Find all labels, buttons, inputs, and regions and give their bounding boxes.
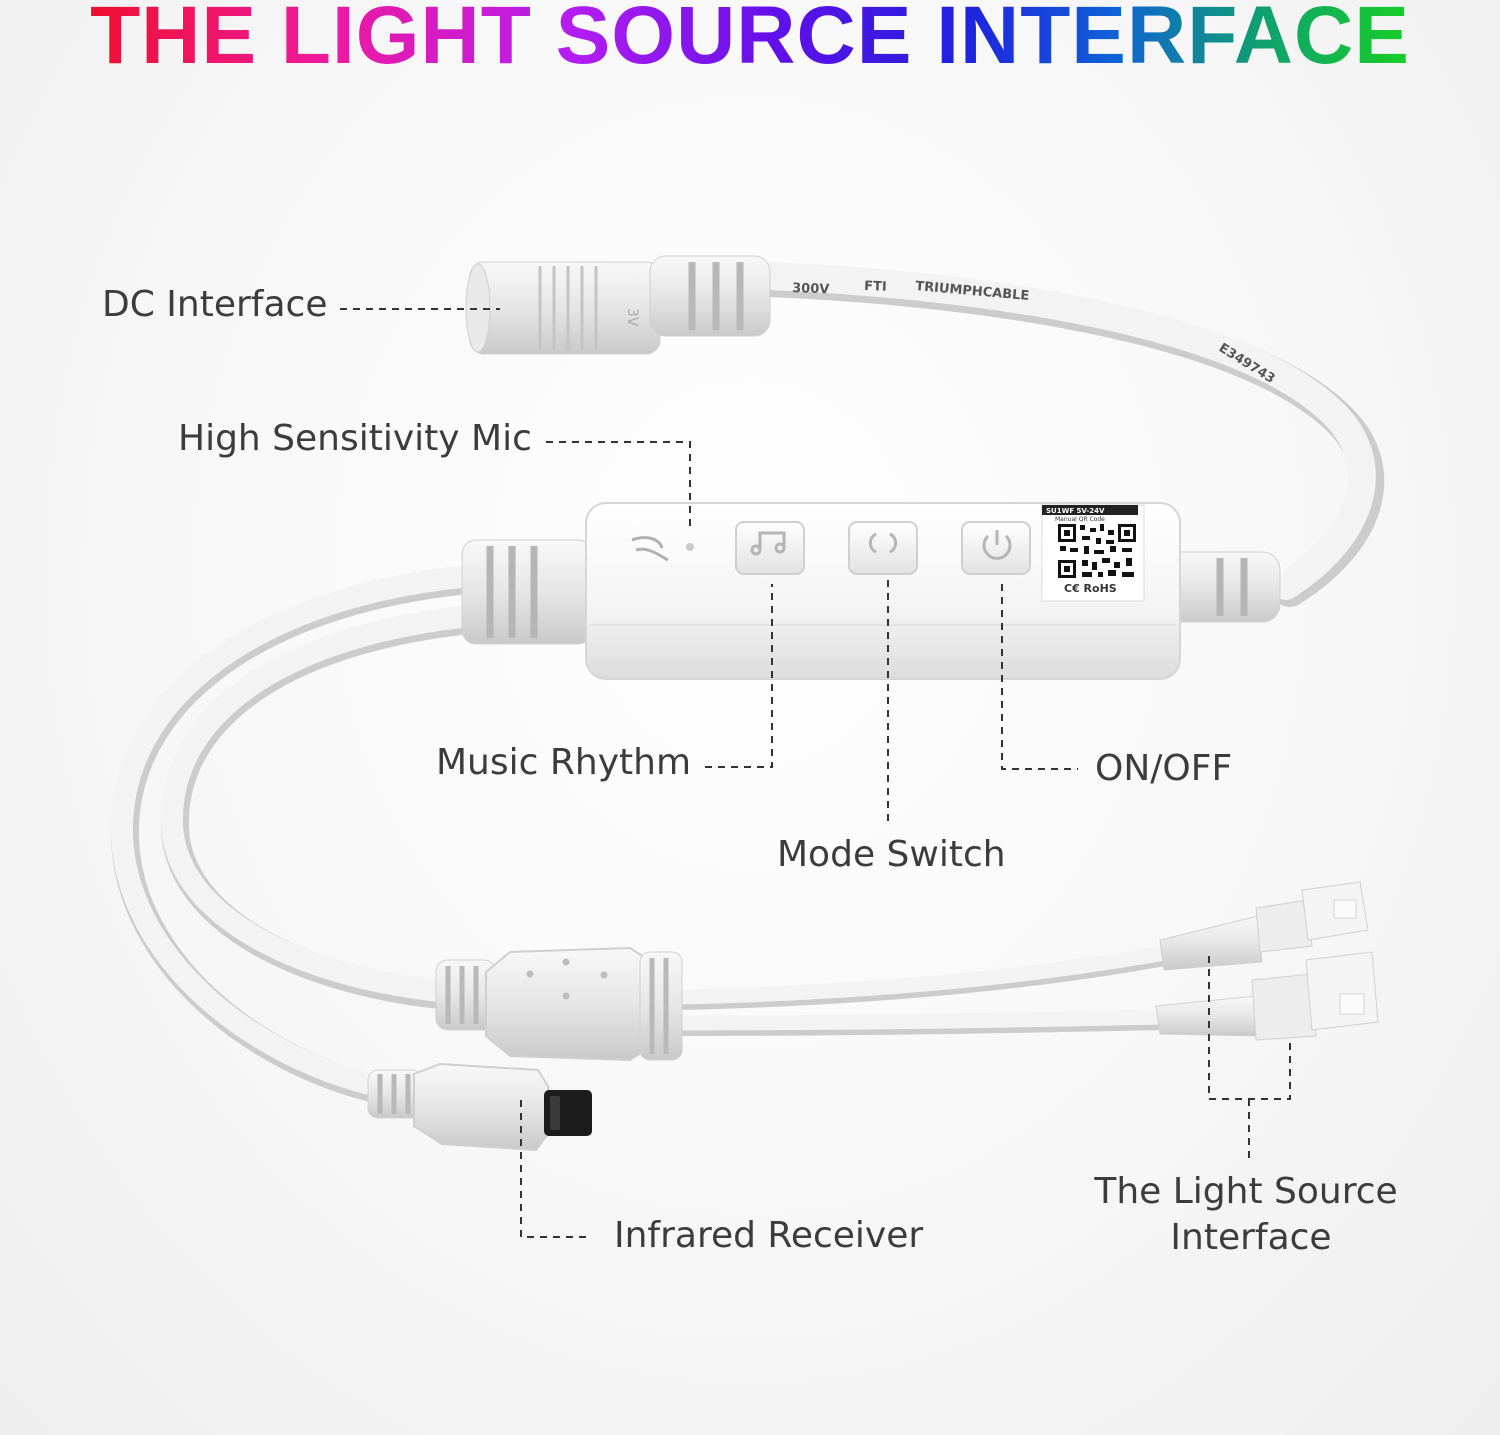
controller-body: SU1WF 5V-24V Manual QR Code C€ RoHS	[461, 502, 1281, 680]
music-rhythm-button[interactable]	[735, 521, 805, 575]
cable-print-fti: FTI	[864, 279, 887, 295]
light-connector-bottom	[1155, 951, 1379, 1041]
top-cable	[756, 262, 1376, 600]
leader-light-source	[1208, 956, 1291, 1164]
qr-caption: Manual QR Code	[1055, 516, 1105, 523]
label-light-source-line2: Interface	[1170, 1217, 1332, 1258]
four-pin-hub	[435, 946, 683, 1062]
dc-connector: 3V	[465, 255, 771, 355]
dc-connector-mark: 3V	[624, 308, 640, 327]
label-music-rhythm: Music Rhythm	[436, 742, 692, 783]
compliance-marks: C€ RoHS	[1064, 582, 1117, 595]
on-off-button[interactable]	[961, 521, 1031, 575]
leader-lines	[340, 308, 1291, 1238]
mic-hole	[686, 543, 694, 551]
leader-mic	[546, 441, 691, 530]
ir-cable	[110, 565, 481, 1097]
light-connector-top	[1159, 881, 1369, 971]
label-mode-switch: Mode Switch	[777, 834, 1006, 875]
leader-on-off	[1001, 584, 1078, 770]
qr-code-icon	[1058, 524, 1136, 578]
leader-ir-receiver	[520, 1100, 592, 1238]
mode-cycle-icon	[868, 532, 898, 554]
label-high-sensitivity-mic: High Sensitivity Mic	[178, 418, 532, 459]
label-on-off: ON/OFF	[1095, 748, 1233, 789]
mic-icon	[631, 536, 669, 562]
controller-model: SU1WF 5V-24V	[1046, 507, 1105, 515]
qr-label: SU1WF 5V-24V Manual QR Code C€ RoHS	[1041, 504, 1145, 602]
label-light-source-line1: The Light Source	[1094, 1171, 1398, 1212]
music-note-icon	[750, 531, 786, 556]
power-icon	[982, 530, 1012, 560]
page-title: THE LIGHT SOURCE INTERFACE	[0, 0, 1500, 77]
cable-print-voltage: 300V	[792, 281, 830, 297]
light-cable-1	[672, 944, 1178, 1005]
label-infrared-receiver: Infrared Receiver	[614, 1215, 924, 1256]
hub-cable	[160, 605, 481, 1002]
cables	[110, 262, 1385, 1104]
mode-switch-button[interactable]	[848, 521, 918, 575]
light-cable-2	[672, 1009, 1173, 1031]
ir-receiver-plug	[367, 1062, 592, 1152]
label-dc-interface: DC Interface	[102, 284, 328, 325]
leader-music-rhythm	[705, 584, 773, 768]
